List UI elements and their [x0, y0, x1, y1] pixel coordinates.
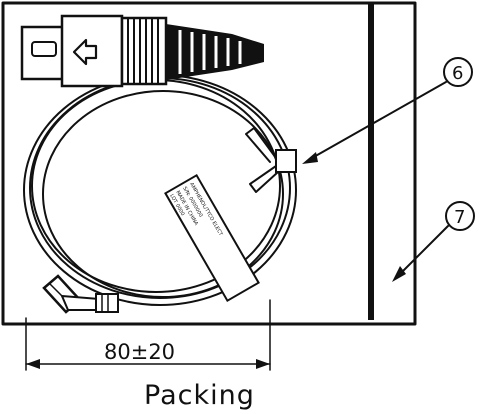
main-connector	[20, 14, 264, 88]
dimension-label: 80±20	[104, 340, 175, 364]
arrow-icon	[72, 38, 98, 66]
cable-tie	[245, 127, 297, 193]
diagram-caption: Packing	[144, 380, 255, 411]
angled-connector	[42, 274, 119, 314]
packing-bag-outline	[1, 1, 417, 326]
callout-6: 6	[302, 57, 473, 164]
callout-7: 7	[392, 201, 475, 282]
dimension-width: 80±20	[25, 299, 271, 371]
callout-6-number: 6	[452, 63, 463, 84]
callout-7-number: 7	[454, 207, 465, 228]
label-tag: AMPHENOL/TYCO ELECT S/N: 0000000 MADE IN…	[164, 173, 260, 303]
